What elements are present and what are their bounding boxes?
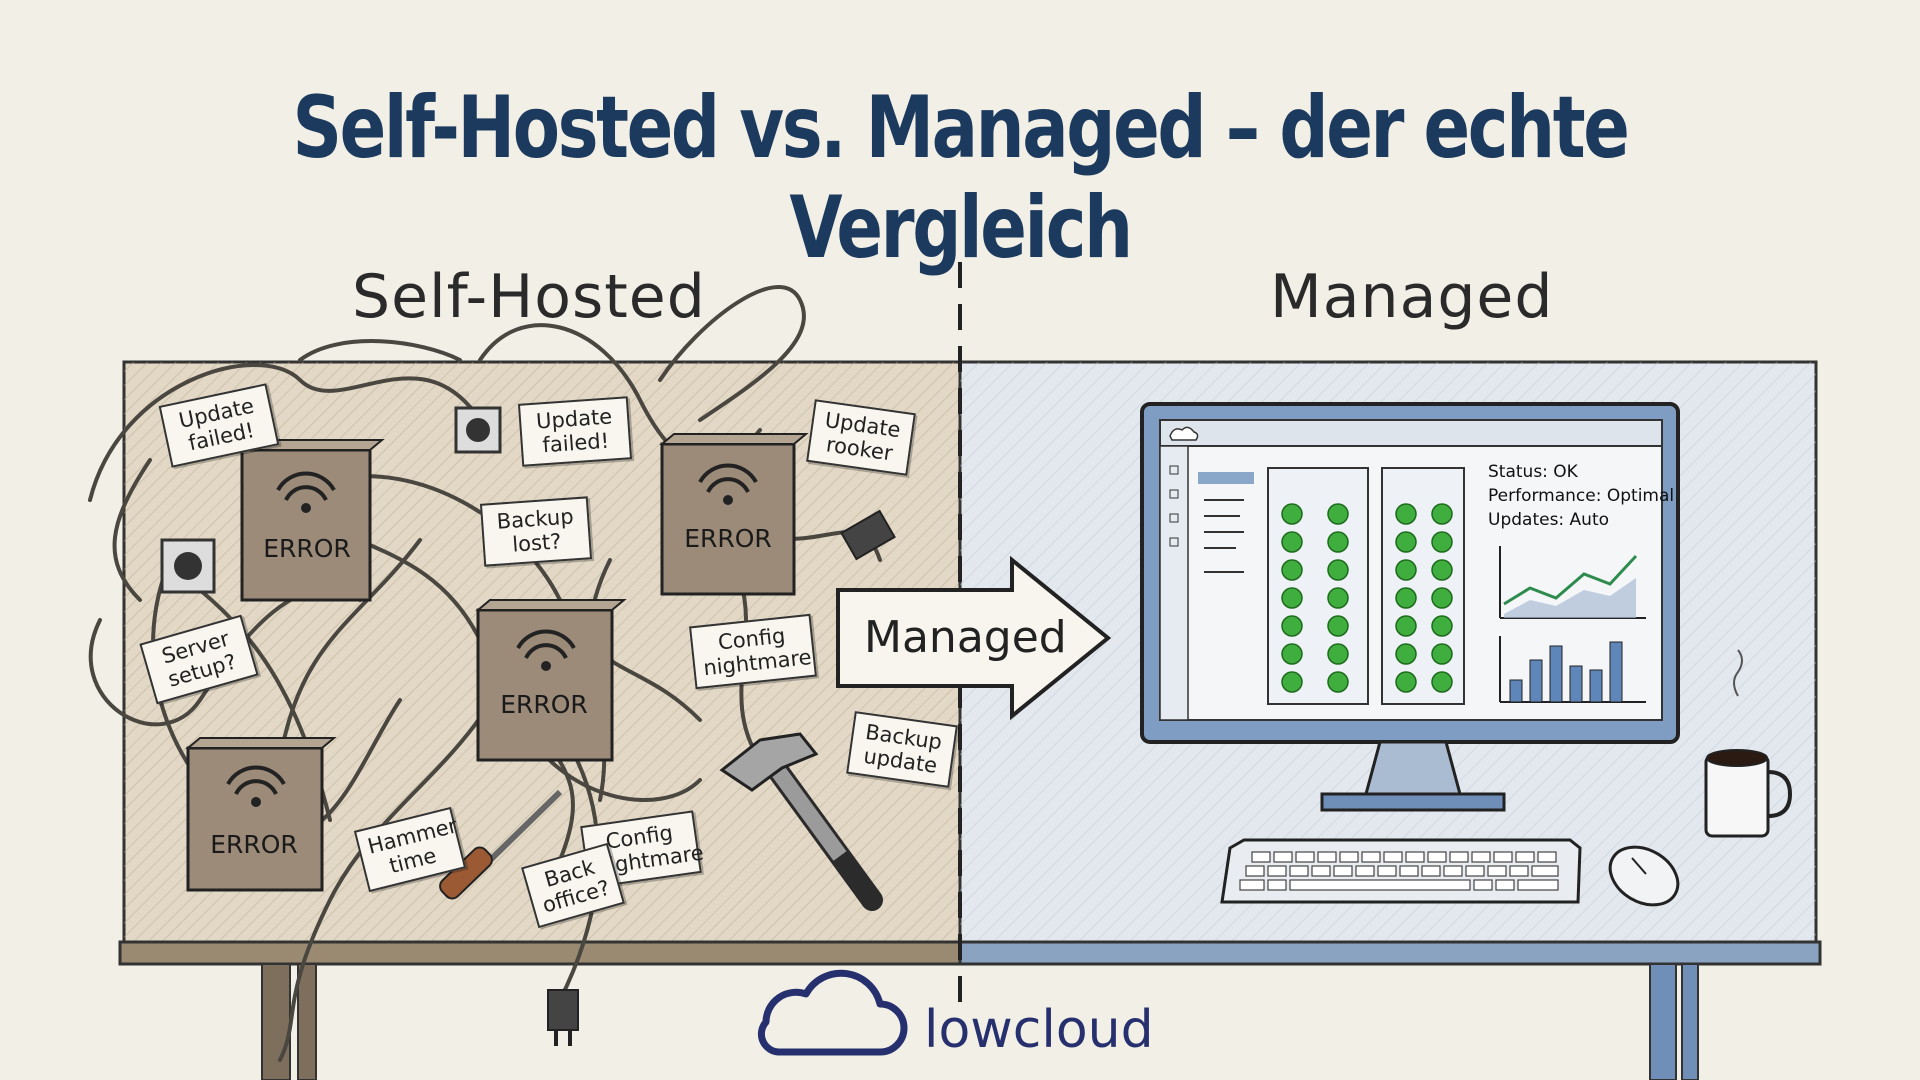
brand-name: lowcloud: [924, 1000, 1154, 1060]
router-box: [659, 433, 809, 596]
line-chart-icon: [1499, 546, 1646, 619]
managed-arrow: [836, 555, 1112, 721]
keyboard-icon: [1220, 838, 1582, 904]
plug-icon: [547, 509, 896, 1046]
managed-heading: Managed: [1270, 262, 1554, 332]
bar-chart-icon: [1499, 636, 1646, 703]
router-error-label: ERROR: [210, 830, 298, 859]
router-box: [475, 599, 627, 762]
updates-text: Updates: Auto: [1488, 510, 1610, 530]
router-box: [185, 737, 337, 892]
monitor: [1140, 402, 1680, 812]
lowcloud-logo-icon: [757, 969, 908, 1056]
status-text: Status: OK: [1488, 462, 1578, 482]
hammer-icon: [719, 732, 883, 911]
router-box: [239, 439, 385, 602]
page-title: Self-Hosted vs. Managed – der echte Verg…: [292, 78, 1629, 278]
status-dots: [1281, 503, 1453, 693]
sticky-note: Update failed!: [517, 396, 633, 467]
socket-icon: [160, 406, 502, 594]
arrow-label: Managed: [864, 612, 1067, 663]
router-error-label: ERROR: [263, 534, 351, 563]
sticky-note: Backup lost?: [479, 496, 593, 567]
self-hosted-heading: Self-Hosted: [352, 262, 706, 332]
router-error-label: ERROR: [684, 524, 772, 553]
performance-text: Performance: Optimal: [1488, 486, 1675, 506]
router-error-label: ERROR: [500, 690, 588, 719]
coffee-mug-icon: [1704, 649, 1793, 838]
mouse-icon: [1608, 845, 1680, 907]
sticky-note: Config nightmare: [689, 613, 817, 690]
